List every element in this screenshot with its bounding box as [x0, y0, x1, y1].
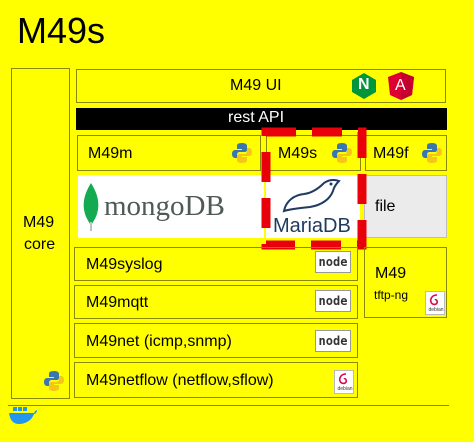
mariadb-label: MariaDB — [273, 215, 351, 237]
platform-line — [8, 405, 449, 406]
docker-icon — [9, 405, 37, 424]
collector-box-mqtt — [74, 285, 358, 319]
file-box — [364, 175, 447, 238]
rest-api-bar — [76, 108, 447, 130]
python-icon — [332, 143, 352, 163]
service-label-m49s: M49s — [278, 145, 318, 162]
tftp-label-line1: M49 — [375, 265, 407, 282]
collector-box-netflow — [74, 362, 358, 398]
mariadb-seal-icon — [282, 178, 341, 213]
ui-label: M49 UI — [230, 77, 282, 94]
collector-box-syslog — [74, 247, 358, 281]
tftp-box — [364, 247, 447, 318]
angular-icon — [388, 72, 414, 100]
nodejs-icon: node — [315, 251, 351, 273]
mongodb-label: mongoDB — [104, 190, 225, 222]
collector-label-mqtt: M49mqtt — [86, 294, 149, 311]
collector-label-syslog: M49syslog — [86, 256, 163, 273]
ui-box — [76, 69, 446, 103]
python-icon — [422, 143, 442, 163]
collector-label-netflow: M49netflow (netflow,sflow) — [86, 372, 274, 389]
core-box — [11, 68, 70, 399]
debian-icon: debian — [334, 370, 354, 394]
nginx-icon — [352, 73, 376, 99]
page-title: M49s — [17, 10, 106, 51]
service-box-m49m — [77, 135, 261, 171]
nodejs-icon: node — [315, 330, 351, 352]
python-icon — [232, 143, 252, 163]
mongodb-logo-panel — [78, 175, 264, 238]
service-label-m49m: M49m — [88, 145, 133, 162]
debian-icon: debian — [425, 291, 445, 315]
angular-letter: A — [395, 77, 406, 94]
service-label-m49f: M49f — [373, 145, 409, 162]
core-label-line2: core — [24, 236, 56, 253]
collector-label-net: M49net (icmp,snmp) — [86, 333, 232, 350]
nodejs-icon: node — [315, 290, 351, 312]
core-label-line1: M49 — [23, 214, 55, 231]
rest-api-label: rest API — [228, 109, 285, 126]
nginx-letter: N — [358, 76, 370, 93]
collector-box-net — [74, 323, 358, 358]
mongodb-leaf-icon — [83, 183, 99, 231]
highlight-frame — [261, 127, 367, 250]
python-icon — [44, 371, 64, 391]
tftp-label-line2: tftp-ng — [374, 288, 409, 302]
file-label: file — [375, 198, 396, 215]
